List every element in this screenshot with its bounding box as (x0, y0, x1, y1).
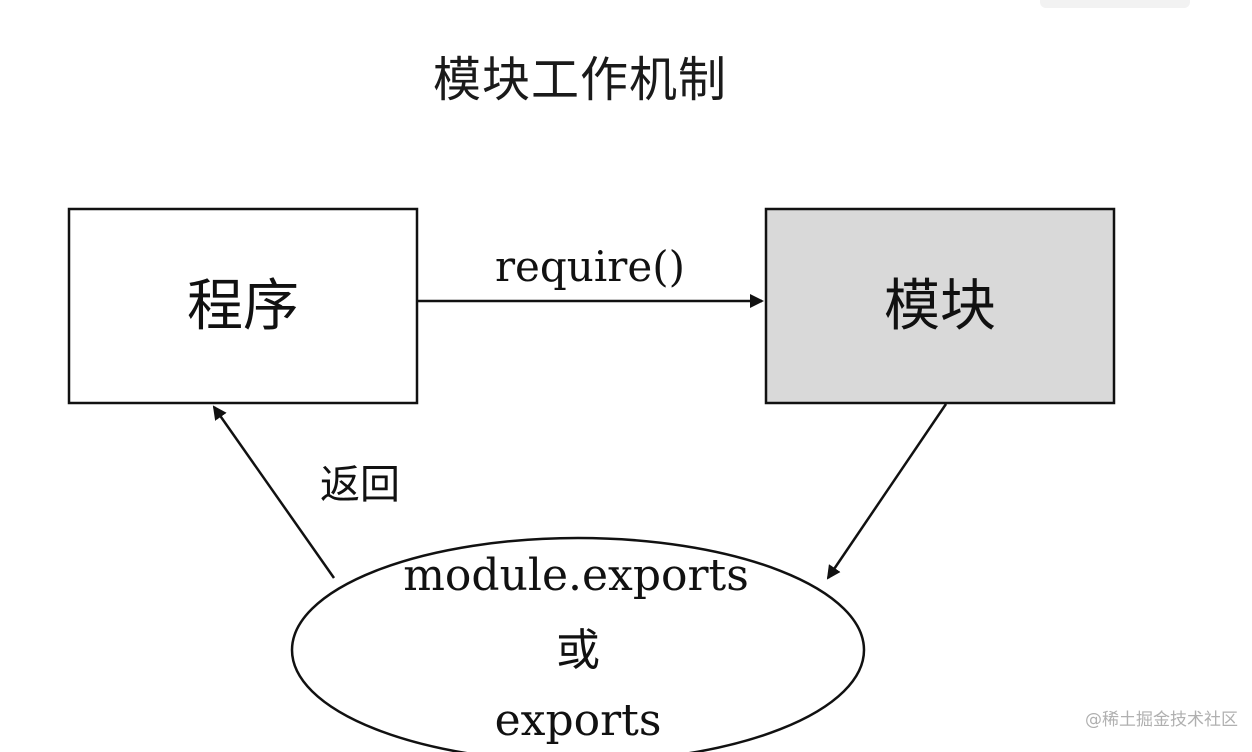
return-label: 返回 (320, 462, 400, 508)
module-box (764, 207, 1116, 405)
top-chip (1040, 0, 1190, 8)
program-label: 程序 (187, 274, 299, 339)
watermark: @稀土掘金技术社区 (1085, 710, 1238, 730)
exports-line-1: module.exports (403, 550, 749, 601)
exports-ellipse (290, 536, 866, 752)
module-to-exports-arrow (826, 403, 948, 580)
exports-line-2: 或 (556, 625, 600, 676)
return-arrow (212, 405, 336, 579)
module-label: 模块 (884, 274, 996, 339)
diagram-title: 模块工作机制 (432, 52, 727, 108)
program-box (67, 207, 419, 405)
exports-line-3: exports (495, 695, 662, 746)
require-label: require() (495, 242, 685, 291)
